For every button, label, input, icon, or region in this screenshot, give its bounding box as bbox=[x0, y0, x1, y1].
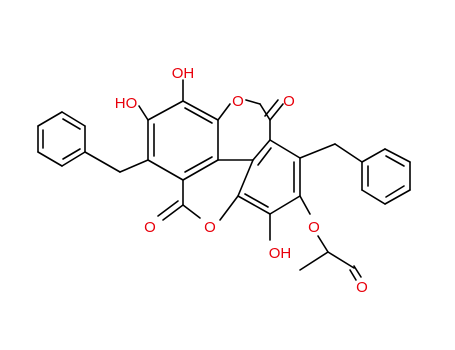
o-ester-label: O bbox=[308, 219, 320, 236]
carbonyl-bonds bbox=[157, 99, 284, 221]
o-carbonyl-top-label: O bbox=[283, 93, 295, 110]
left-methylene-linker bbox=[84, 151, 149, 173]
o-acetyl-label: O bbox=[356, 279, 368, 296]
o-carbonyl-bottom-label: O bbox=[144, 219, 156, 236]
lower-substituent-bonds bbox=[269, 195, 362, 281]
right-phenyl-ring bbox=[361, 148, 411, 205]
ho-left-label: HO bbox=[115, 95, 138, 112]
o-ring-top-label: O bbox=[232, 93, 244, 110]
central-core-bonds bbox=[182, 99, 301, 221]
oh-top-label: OH bbox=[172, 65, 195, 82]
hydroxyl-bonds-upper bbox=[138, 79, 184, 121]
o-ring-bottom-label: O bbox=[204, 219, 216, 236]
right-methylene-linker bbox=[299, 143, 363, 163]
upper-left-aromatic-ring bbox=[147, 100, 219, 181]
left-phenyl-ring bbox=[37, 111, 86, 167]
oh-bottom-label: OH bbox=[269, 245, 292, 262]
